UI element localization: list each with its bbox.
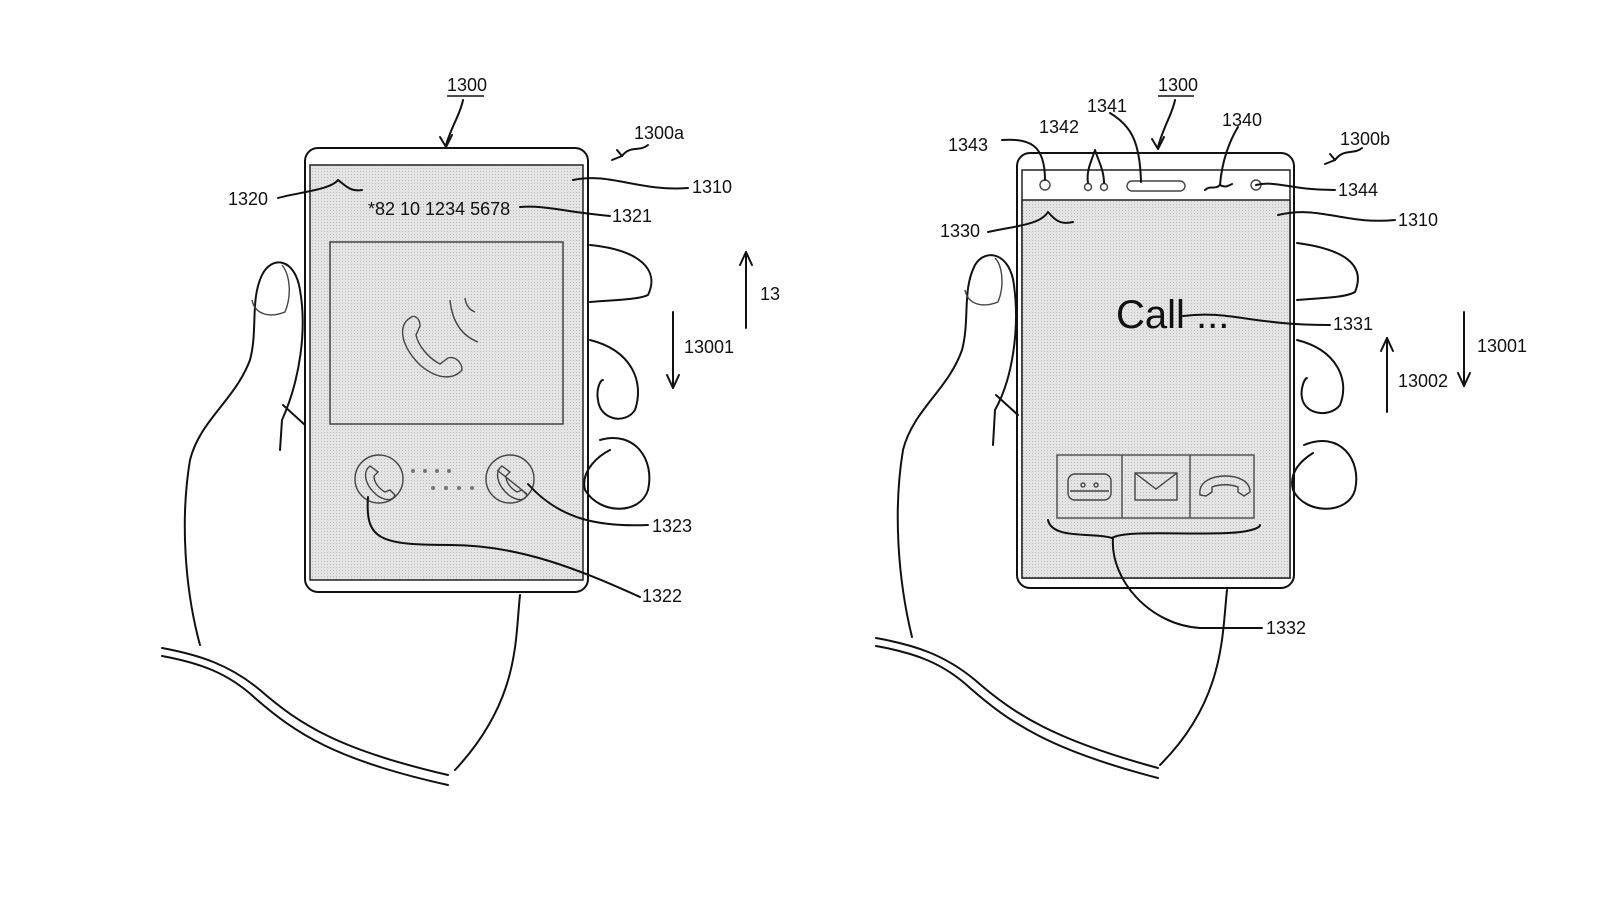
right-phone: Call ...	[1016, 152, 1295, 589]
right-leaders	[987, 95, 1471, 629]
caller-image-box	[329, 241, 564, 425]
accept-call-icon	[354, 454, 404, 504]
sensor-icon	[1099, 182, 1109, 192]
svg-text:13002: 13002	[1398, 371, 1448, 391]
call-action-buttons	[1056, 454, 1255, 519]
phone-number: *82 10 1234 5678	[368, 199, 510, 219]
svg-text:1300b: 1300b	[1340, 129, 1390, 149]
svg-text:1343: 1343	[948, 135, 988, 155]
svg-text:1300: 1300	[1158, 75, 1198, 95]
sensor-icon	[1083, 182, 1093, 192]
left-leaders	[277, 95, 753, 598]
svg-text:1331: 1331	[1333, 314, 1373, 334]
svg-text:1342: 1342	[1039, 117, 1079, 137]
left-phone: *82 10 1234 5678	[304, 147, 589, 593]
svg-text:13: 13	[760, 284, 780, 304]
svg-text:1300: 1300	[447, 75, 487, 95]
reject-call-icon	[485, 454, 535, 504]
speaker-icon	[1126, 180, 1186, 192]
svg-text:1341: 1341	[1087, 96, 1127, 116]
left-labels: 1300 1300a 1310 1320 1321 1323 1322 1300…	[228, 75, 780, 606]
message-bubble-icon[interactable]	[1067, 473, 1112, 501]
svg-text:1322: 1322	[642, 586, 682, 606]
svg-text:1344: 1344	[1338, 180, 1378, 200]
svg-text:1332: 1332	[1266, 618, 1306, 638]
svg-text:13001: 13001	[684, 337, 734, 357]
svg-text:1323: 1323	[652, 516, 692, 536]
camera-icon	[1039, 179, 1051, 191]
svg-text:1330: 1330	[940, 221, 980, 241]
swipe-dots	[411, 469, 474, 490]
svg-text:1340: 1340	[1222, 110, 1262, 130]
svg-text:1310: 1310	[1398, 210, 1438, 230]
right-labels: 1300 1300b 1341 1342 1343 1340 1344 1310…	[940, 75, 1527, 638]
end-call-icon[interactable]	[1199, 475, 1251, 497]
phone-handset-icon	[401, 297, 479, 378]
envelope-icon[interactable]	[1134, 472, 1178, 501]
svg-text:1310: 1310	[692, 177, 732, 197]
svg-text:13001: 13001	[1477, 336, 1527, 356]
svg-text:1321: 1321	[612, 206, 652, 226]
left-hand	[161, 244, 653, 786]
svg-text:1300a: 1300a	[634, 123, 685, 143]
right-hand	[875, 242, 1359, 779]
svg-text:1320: 1320	[228, 189, 268, 209]
right-screen	[1021, 199, 1291, 579]
